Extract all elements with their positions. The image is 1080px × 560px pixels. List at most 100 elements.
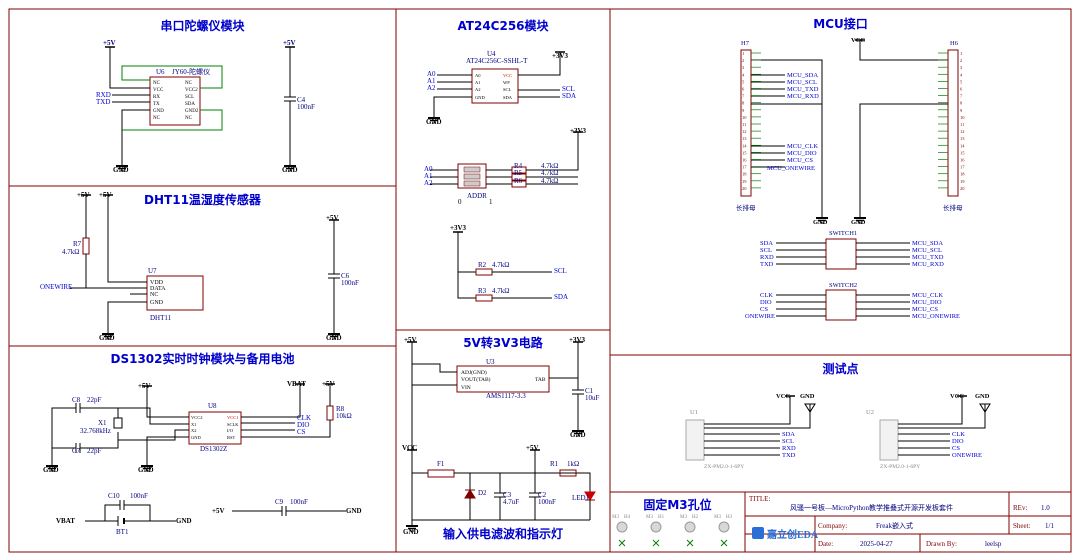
- r4-val: 4.7kΩ: [541, 162, 558, 170]
- mcu-sda-label: MCU_SDA: [787, 72, 818, 79]
- c7-val: 22pF: [87, 447, 102, 455]
- r2-ref: R2: [478, 261, 487, 269]
- u8-pin-l1: VCC2: [191, 415, 203, 420]
- mcu-wires: [751, 48, 948, 212]
- u6-pin-l4: TX: [153, 102, 160, 107]
- dht-labels: +5V +5V +5V R7 4.7kΩ ONEWIRE U7 DHT11 C6…: [40, 191, 359, 342]
- eeprom-a2-label: A2: [427, 84, 436, 92]
- header-pin-number: 9: [742, 108, 745, 113]
- u3-pins: ADJ(GND) VOUT(TAB) VIN TAB: [461, 369, 546, 391]
- section-title-mcu: MCU接口: [813, 17, 868, 31]
- header-pin-number: 12: [960, 129, 965, 134]
- c4-5v-symbol: [284, 46, 296, 56]
- u4-pin-l3: A2: [475, 87, 481, 92]
- pwr-5v-label: +5V: [526, 444, 539, 452]
- c4-val: 100nF: [297, 103, 315, 111]
- c8-ref: C8: [72, 396, 81, 404]
- header-pin-number: 16: [742, 158, 747, 163]
- ldo-labels: +5V +3V3 GND U3 AMS1117-3.3 C1 10uF: [404, 336, 600, 439]
- u6-pin-r3: SCL: [185, 95, 194, 100]
- u6-pin-r2: VCC2: [185, 88, 198, 93]
- r8-5v-label: +5V: [322, 380, 335, 388]
- c8-val: 22pF: [87, 396, 102, 404]
- u6-pins: NC VCC RX TX GND NC NC VCC2 SCL SDA GND2…: [153, 81, 199, 121]
- tp-cs: CS: [952, 445, 960, 452]
- rtc-gnd-left-label: GND: [43, 466, 59, 474]
- eda-logo: 嘉立创EDA: [752, 527, 819, 541]
- u4-pin-r4: SDA: [503, 95, 513, 100]
- x1-ref: X1: [98, 419, 107, 427]
- r8-ref: R8: [336, 405, 345, 413]
- ldo-gnd-label: GND: [570, 431, 586, 439]
- sw1-mcu-sda: MCU_SDA: [912, 240, 943, 247]
- rtc-dio-label: DIO: [297, 421, 309, 429]
- u6-pin-r5: GND2: [185, 109, 199, 114]
- r7-ref: R7: [73, 240, 82, 248]
- h6-ref: H6: [950, 40, 959, 47]
- header-pin-number: 7: [742, 94, 745, 99]
- hole1-m3: M3: [612, 515, 619, 520]
- u7-name: DHT11: [150, 314, 172, 322]
- header-pin-number: 11: [960, 122, 964, 127]
- u6-pin-l1: NC: [153, 81, 161, 86]
- section-title-ldo: 5V转3V3电路: [463, 336, 543, 350]
- u6-pin-r4: SDA: [185, 102, 195, 107]
- header-pin-number: 8: [960, 101, 963, 106]
- u6-pin-l2: VCC: [153, 88, 164, 93]
- rtc-cs-label: CS: [297, 428, 306, 436]
- switch-labels: SWITCH1 SWITCH2 SDA SCL RXD TXD MCU_SDA …: [745, 230, 960, 320]
- c2-val: 100nF: [538, 498, 556, 506]
- eeprom-scl-label: SCL: [562, 85, 575, 93]
- header-pin-number: 18: [960, 172, 965, 177]
- header-pin-number: 7: [960, 94, 963, 99]
- bt1-vbat-label: VBAT: [56, 517, 75, 525]
- hole4-m3: M3: [714, 515, 721, 520]
- c10-ref: C10: [108, 492, 120, 500]
- dht-gnd-label: GND: [99, 334, 115, 342]
- no-connect-mark: [720, 539, 728, 547]
- pullup-scl-label: SCL: [554, 267, 567, 275]
- hole1-ref: H4: [624, 515, 631, 520]
- header-pin-number: 19: [742, 179, 747, 184]
- u6-pin-r6: NC: [185, 116, 193, 121]
- mcu-vcc-label: VCC: [851, 37, 865, 44]
- gyro-rxd-label: RXD: [96, 91, 111, 99]
- tb-rev-label: REv:: [1013, 504, 1027, 512]
- u7-pin-2: DATA: [150, 286, 166, 292]
- header-pin-number: 4: [960, 72, 963, 77]
- pullup-3v3-symbol: [452, 231, 464, 241]
- u8-pins: VCC2 X1 X2 GND VCC1 SCLK I/O RST: [191, 415, 239, 440]
- rtc-schematic: [51, 392, 340, 526]
- header-pin-number: 3: [960, 65, 963, 70]
- c4-gnd-label: GND: [282, 166, 298, 174]
- hole-labels: M3 H4 M3 H1 M3 H2 M3 H3: [612, 515, 733, 520]
- bt1-gnd-label: GND: [176, 517, 192, 525]
- tp-rxd: RXD: [782, 445, 796, 452]
- header-pin-number: 19: [960, 179, 965, 184]
- ldo-5v-label: +5V: [404, 336, 417, 344]
- header-pin-number: 1: [742, 51, 744, 56]
- sw2-onewire: ONEWIRE: [745, 313, 775, 320]
- hole4-ref: H3: [726, 515, 733, 520]
- r5-ref: R5: [514, 169, 523, 177]
- ldo-schematic: [411, 350, 584, 520]
- addr-label: ADDR: [467, 192, 487, 200]
- tb-sheet: 1/1: [1045, 522, 1054, 530]
- header-pin-number: 1: [960, 51, 962, 56]
- header-pin-number: 14: [960, 143, 965, 148]
- mcu-gnd-left-label: GND: [813, 219, 828, 226]
- u8-pin-r4: RST: [227, 435, 236, 440]
- header-pin-number: 2: [742, 58, 744, 63]
- led1-ref: LED1: [572, 494, 590, 502]
- bt1-ref: BT1: [116, 528, 129, 536]
- pullup-sda-label: SDA: [554, 293, 568, 301]
- tb-drawn-label: Drawn By:: [926, 540, 957, 548]
- c6-ref: C6: [341, 272, 350, 280]
- u6-pin-l5: GND: [153, 109, 164, 114]
- sw1-rxd: RXD: [760, 254, 774, 261]
- sw1-sda: SDA: [760, 240, 773, 247]
- u4-pin-l4: GND: [475, 95, 485, 100]
- mounting-holes: [616, 521, 730, 547]
